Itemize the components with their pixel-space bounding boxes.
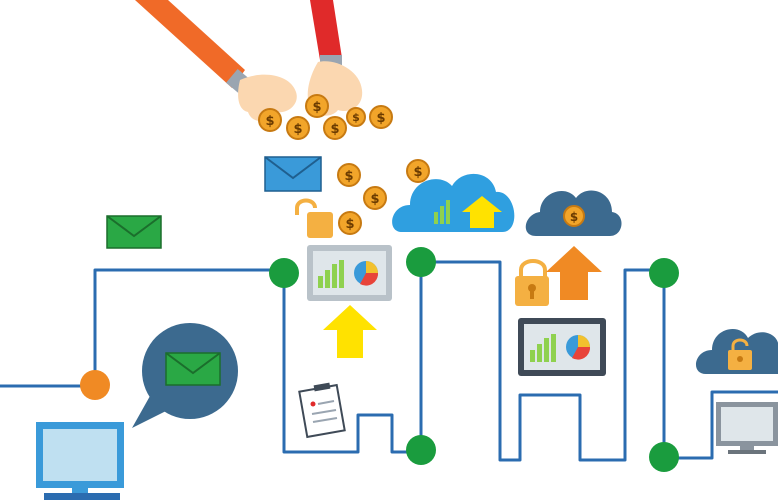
monitor-icon bbox=[36, 422, 124, 500]
wire-mid bbox=[282, 260, 664, 462]
envelope-icon bbox=[264, 156, 322, 192]
dollar-coin-icon: $ bbox=[286, 116, 310, 140]
wire-right bbox=[662, 270, 778, 460]
network-wires bbox=[0, 260, 778, 462]
dashboard-chart-icon bbox=[307, 245, 392, 301]
coin-symbol: $ bbox=[345, 217, 354, 232]
dollar-coin-icon: $ bbox=[406, 159, 430, 183]
cloud-dollar-icon: $ bbox=[525, 190, 622, 236]
dollar-coin-icon: $ bbox=[346, 107, 366, 127]
coin-symbol: $ bbox=[265, 114, 274, 129]
dollar-coin-icon: $ bbox=[337, 163, 361, 187]
cloud-upload-icon bbox=[392, 173, 515, 232]
dollar-coin-icon: $ bbox=[363, 186, 387, 210]
upload-arrow-icon bbox=[323, 305, 377, 358]
dashboard-chart-icon bbox=[518, 318, 606, 376]
wire-left bbox=[0, 268, 284, 388]
coin-symbol: $ bbox=[344, 169, 353, 184]
cloud-lock-icon bbox=[696, 329, 778, 374]
coin-symbol: $ bbox=[376, 111, 385, 126]
chat-bubble-icon bbox=[132, 323, 238, 428]
monitor-icon bbox=[716, 402, 778, 454]
network-node-icon bbox=[649, 258, 679, 288]
upload-arrow-icon bbox=[546, 246, 602, 300]
cuff bbox=[320, 55, 342, 65]
red-sleeve bbox=[310, 0, 342, 60]
network-node-icon bbox=[406, 247, 436, 277]
envelope-icon bbox=[165, 352, 221, 386]
network-node-icon bbox=[649, 442, 679, 472]
coin-symbol: $ bbox=[330, 122, 339, 137]
network-node-icon bbox=[80, 370, 110, 400]
dollar-coin-icon: $ bbox=[338, 211, 362, 235]
dollar-coin-icon: $ bbox=[323, 116, 347, 140]
coin-symbol: $ bbox=[413, 165, 422, 180]
network-nodes bbox=[80, 247, 679, 472]
padlock-icon bbox=[295, 198, 333, 238]
orange-sleeve bbox=[135, 0, 245, 88]
network-node-icon bbox=[269, 258, 299, 288]
left-hand bbox=[238, 74, 297, 121]
dollar-coin-icon: $ bbox=[258, 108, 282, 132]
clipboard-icon bbox=[298, 382, 346, 439]
network-node-icon bbox=[406, 435, 436, 465]
coin-symbol: $ bbox=[570, 210, 578, 224]
hands-dropping-coins-icon bbox=[135, 0, 363, 121]
coin-symbol: $ bbox=[370, 192, 379, 207]
dollar-coin-icon: $ bbox=[369, 105, 393, 129]
coin-symbol: $ bbox=[293, 122, 302, 137]
padlock-icon bbox=[515, 259, 549, 306]
coin-symbol: $ bbox=[312, 100, 321, 115]
envelope-icon bbox=[106, 215, 162, 249]
cuff bbox=[226, 68, 250, 94]
dollar-coin-icon: $ bbox=[305, 94, 329, 118]
coins: $ $ $ $ $ $ $ $ $ $ bbox=[258, 94, 430, 235]
coin-symbol: $ bbox=[352, 111, 360, 124]
